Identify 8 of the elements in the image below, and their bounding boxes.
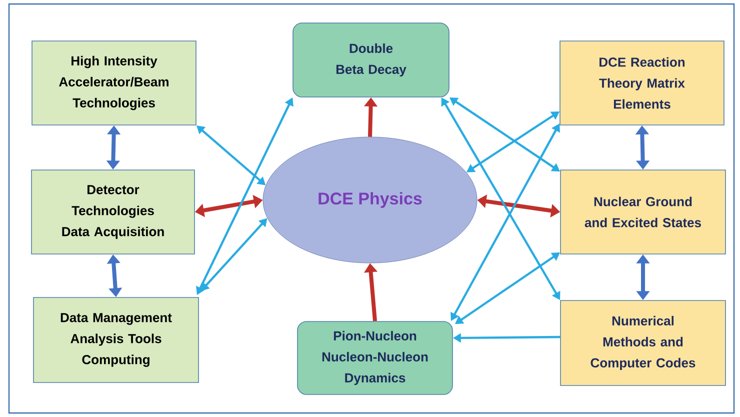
process-box: Data Management Analysis Tools Computing — [33, 297, 199, 383]
process-box: Numerical Methods and Computer Codes — [560, 300, 726, 386]
process-box: DCE Reaction Theory Matrix Elements — [560, 40, 724, 126]
process-box: Nuclear Ground and Excited States — [560, 170, 726, 254]
rounded-box: Pion-Nucleon Nucleon-Nucleon Dynamics — [297, 321, 453, 395]
rounded-box: Double Beta Decay — [292, 22, 450, 98]
process-box: Detector Technologies Data Acquisition — [31, 170, 195, 254]
process-box: High Intensity Accelerator/Beam Technologies — [32, 40, 196, 126]
